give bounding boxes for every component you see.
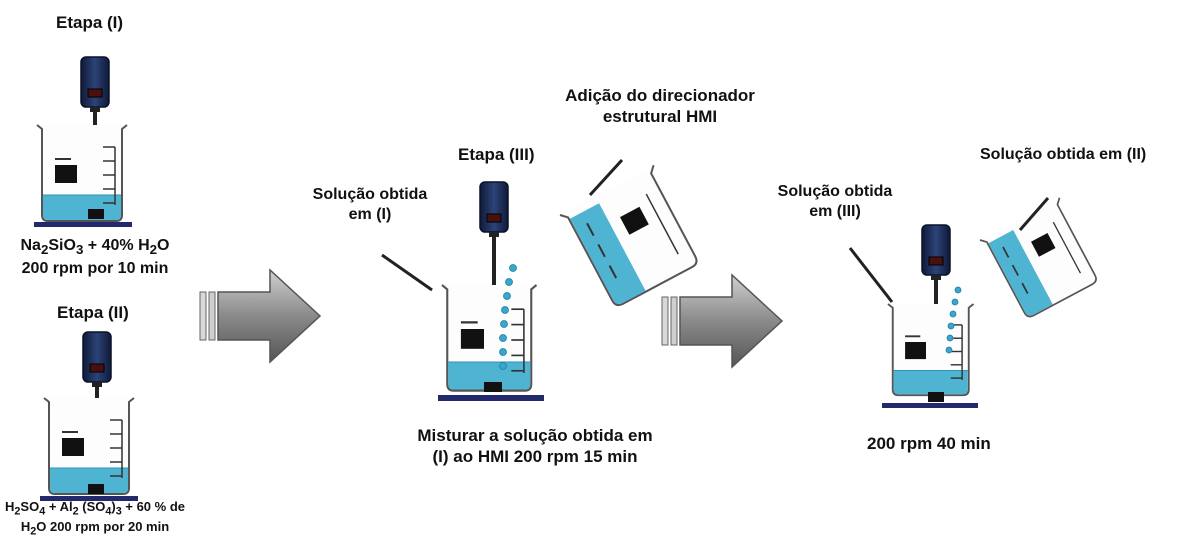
stage1-base-plate <box>34 222 132 227</box>
stage4-pour-label: Solução obtida em (II) <box>980 146 1147 163</box>
stage3-stirrer-icon <box>479 181 509 238</box>
stage2-apparatus <box>40 331 138 501</box>
stage4-solution-label-line1: Solução obtida <box>777 183 893 200</box>
stage3-pour-beaker-icon <box>559 164 706 312</box>
stage1-apparatus <box>34 56 132 227</box>
stage2-title: Etapa (II) <box>57 303 129 322</box>
stage3-droplets <box>499 264 517 370</box>
stage1-stirrer-icon <box>80 56 110 113</box>
stage3-caption: Misturar a solução obtida em (I) ao HMI … <box>395 425 675 468</box>
stage4-solution-label: Solução obtida em (III) <box>755 182 915 222</box>
stage4-droplets <box>945 286 962 354</box>
process-arrow-icon-1 <box>199 269 321 363</box>
stage3-title: Etapa (III) <box>458 145 535 164</box>
stage4-pointer-pour <box>1018 197 1050 231</box>
stage1-title: Etapa (I) <box>56 13 124 32</box>
stage3-addition-label-line2: estrutural HMI <box>602 107 718 127</box>
stage3-caption-line2: (I) ao HMI 200 rpm 15 min <box>432 447 638 467</box>
stage3-beaker-icon <box>440 283 538 392</box>
stage3-solution-label: Solução obtida em (I) <box>290 185 450 225</box>
stage2-beaker-icon <box>43 397 135 495</box>
stage1-recipe: Na2SiO3 + 40% H2O 200 rpm por 10 min <box>10 236 180 279</box>
stage3-caption-line1: Misturar a solução obtida em <box>417 426 653 445</box>
stage3-solution-label-line2: em (I) <box>348 206 392 223</box>
stage1-recipe-line2: 200 rpm por 10 min <box>21 259 169 277</box>
stage4-base-plate <box>882 403 978 408</box>
stage4-caption: 200 rpm 40 min <box>867 434 991 453</box>
stage3-base-plate <box>438 395 544 401</box>
stage3-pointer-solution <box>381 253 433 292</box>
stage3-addition-label-line1: Adição do direcionador <box>565 86 755 105</box>
stage2-base-plate <box>40 496 138 501</box>
stage2-recipe: H2SO4 + Al2 (SO4)3 + 60 % de H2O 200 rpm… <box>0 499 190 539</box>
stage4-pointer-solution <box>848 247 894 303</box>
stage4-beaker-icon <box>887 303 975 397</box>
stage1-beaker-icon <box>36 124 128 222</box>
stage3-pointer-addition <box>588 158 624 197</box>
stage4-apparatus <box>848 196 1104 408</box>
stage2-recipe-line2: H2O 200 rpm por 20 min <box>20 519 170 538</box>
stage1-recipe-line1: Na2SiO3 + 40% H2O <box>20 237 170 258</box>
stage3-addition-label: Adição do direcionador estrutural HMI <box>535 85 785 128</box>
stage4-pour-beaker-icon <box>979 196 1104 322</box>
stage3-apparatus <box>381 158 706 401</box>
stage2-recipe-line1: H2SO4 + Al2 (SO4)3 + 60 % de <box>5 499 185 518</box>
process-arrow-icon-2 <box>661 274 783 368</box>
stage2-stirrer-icon <box>82 331 112 388</box>
stage4-stirrer-icon <box>921 224 951 281</box>
stage4-solution-label-line2: em (III) <box>809 203 861 220</box>
stage3-solution-label-line1: Solução obtida <box>312 186 428 203</box>
